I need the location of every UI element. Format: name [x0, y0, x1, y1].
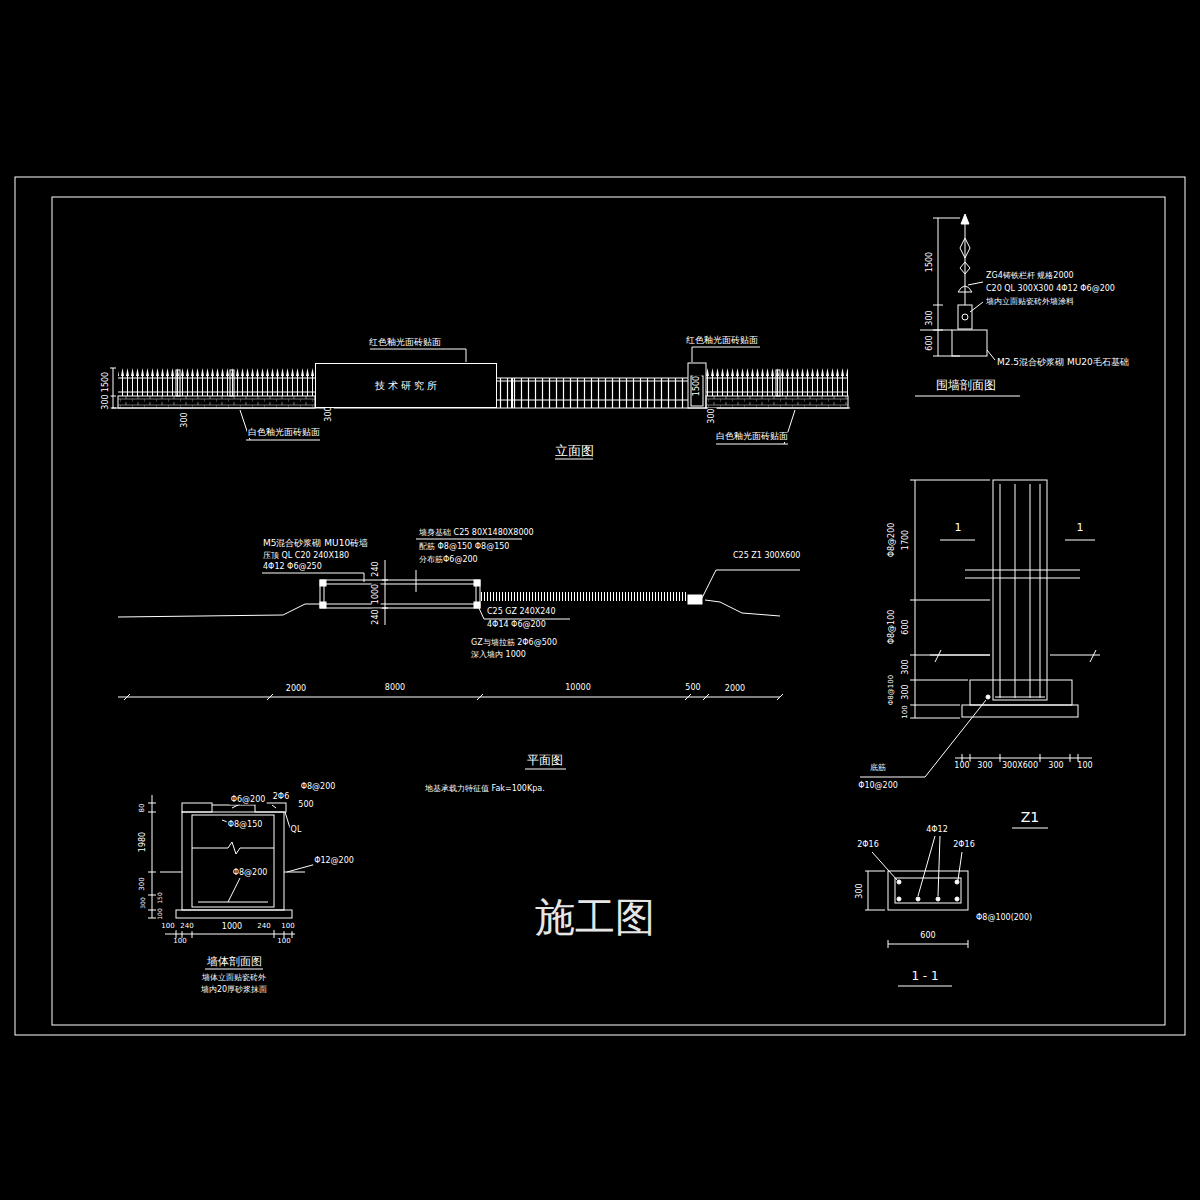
drawing-label: 2000: [724, 685, 746, 694]
drawing-label: 地基承载力特征值 Fak=100Kpa.: [424, 785, 546, 794]
drawing-label: 300X600: [1001, 762, 1039, 771]
drawing-label: 2000: [285, 685, 307, 694]
drawing-label: 300: [856, 882, 865, 899]
drawing-label: 300: [1047, 762, 1064, 771]
drawing-label: Φ12@200: [313, 857, 355, 866]
drawing-label: 墙内20厚砂浆抹面: [200, 986, 268, 995]
drawing-label: 240: [372, 608, 381, 625]
drawing-label: 300: [902, 658, 911, 675]
drawing-label: Φ8@150: [227, 821, 264, 830]
drawing-label: 白色釉光面砖贴面: [715, 432, 789, 442]
drawing-label: 1: [954, 522, 963, 534]
drawing-label: 100: [1076, 762, 1093, 771]
drawing-label: 100: [953, 762, 970, 771]
drawing-label: 红色釉光面砖贴面: [368, 338, 442, 348]
drawing-label: 600: [926, 334, 935, 351]
drawing-label: 300: [140, 896, 147, 909]
drawing-label: 配筋 Φ8@150 Φ8@150: [418, 543, 510, 552]
drawing-label: C20 QL 300X300 4Φ12 Φ6@200: [985, 285, 1116, 294]
drawing-label: 立面图: [554, 444, 595, 458]
drawing-label: 600: [902, 618, 911, 635]
drawing-label: Φ8@100: [888, 609, 897, 646]
drawing-label: 1000: [221, 923, 243, 932]
drawing-label: 10000: [564, 684, 591, 693]
drawing-label: 1000: [372, 583, 381, 605]
drawing-label: 300: [976, 762, 993, 771]
drawing-label: 2Φ6: [272, 793, 290, 802]
drawing-label: 240: [372, 560, 381, 577]
drawing-label: 300: [708, 407, 717, 424]
drawing-label: 4Φ12: [925, 826, 949, 835]
drawing-label: 4Φ12 Φ6@250: [262, 563, 323, 572]
drawing-label: 100: [902, 704, 910, 719]
drawing-label: 240: [179, 923, 194, 931]
drawing-label: C25 GZ 240X240: [486, 608, 557, 617]
drawing-label: Φ8@200: [232, 869, 269, 878]
drawing-label: 白色釉光面砖贴面: [247, 428, 321, 438]
drawing-label: 2Φ16: [952, 841, 976, 850]
drawing-label: 墙体剖面图: [206, 956, 263, 968]
drawing-label: 1 - 1: [910, 970, 939, 983]
drawing-label: 底筋: [869, 764, 887, 773]
drawing-label: 300: [902, 683, 911, 700]
drawing-label: 8000: [384, 684, 406, 693]
drawing-label: Φ8@100(200): [975, 914, 1033, 923]
drawing-label: 墙身基础 C25 80X1480X8000: [418, 529, 535, 538]
drawing-label: Φ10@200: [857, 782, 899, 791]
drawing-label: 深入墙内 1000: [470, 651, 527, 660]
drawing-label: 300: [139, 876, 147, 891]
drawing-label: 240: [256, 923, 271, 931]
drawing-label: 红色釉光面砖贴面: [685, 336, 759, 346]
drawing-label: ZG4铸铁栏杆 规格2000: [985, 272, 1075, 281]
drawing-label: M5混合砂浆砌 MU10砖墙: [262, 539, 369, 549]
drawing-label: 300: [926, 309, 935, 326]
drawing-label: 100: [160, 923, 175, 931]
drawing-label: 分布筋Φ6@200: [418, 556, 479, 565]
drawing-label: 1700: [902, 529, 911, 551]
drawing-label: Φ6@200: [230, 796, 267, 805]
drawing-label: 100: [280, 923, 295, 931]
drawing-label: Φ8@100: [888, 674, 896, 706]
drawing-label: 1: [1076, 522, 1085, 534]
drawing-label: Φ8@200: [300, 783, 337, 792]
drawing-label: 墙体立面贴瓷砖外: [201, 974, 267, 983]
drawing-label: Φ8@200: [888, 522, 897, 559]
sign-text: 技 术 研 究 所: [375, 380, 438, 391]
drawing-label: 平面图: [526, 754, 564, 767]
drawing-label: 围墙剖面图: [935, 379, 997, 392]
drawing-label: 1500: [102, 371, 111, 393]
drawing-label: 1500: [693, 375, 702, 397]
drawing-label: 100: [276, 938, 291, 946]
drawing-label: M2.5混合砂浆砌 MU20毛石基础: [996, 358, 1130, 368]
drawing-label: 80: [139, 803, 147, 814]
drawing-label: QL: [290, 826, 303, 835]
drawing-label: GZ与墙拉筋 2Φ6@500: [470, 639, 558, 648]
drawing-label: 1500: [926, 251, 935, 273]
drawing-label: 100: [157, 907, 164, 920]
drawing-label: 500: [684, 684, 701, 693]
drawing-label: 600: [919, 932, 936, 941]
drawing-label: 压顶 QL C20 240X180: [262, 552, 350, 561]
drawing-label: 4Φ14 Φ6@200: [486, 621, 547, 630]
drawing-label: 墙内立面贴瓷砖外墙涂料: [985, 298, 1075, 307]
drawing-label: 2Φ16: [856, 841, 880, 850]
drawing-title: 施工图: [535, 895, 655, 939]
drawing-label: 1980: [139, 831, 148, 853]
drawing-label: 150: [157, 891, 164, 904]
drawing-label: Z1: [1020, 810, 1041, 825]
drawing-label: C25 Z1 300X600: [732, 552, 801, 561]
drawing-label: 100: [172, 938, 187, 946]
sign-panel: 技 术 研 究 所: [315, 363, 497, 408]
drawing-label: 300: [102, 393, 111, 410]
drawing-label: 500: [297, 801, 314, 810]
drawing-label: 300: [181, 411, 190, 428]
